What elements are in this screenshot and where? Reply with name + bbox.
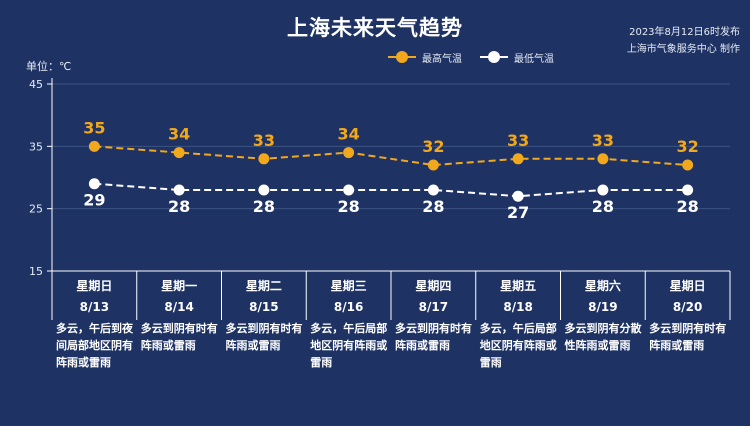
- data-point-high: [512, 153, 524, 165]
- weather-description: 多云到阴有时有阵雨或雷雨: [649, 322, 727, 352]
- data-label-high: 33: [253, 131, 275, 150]
- data-point-high: [427, 159, 439, 171]
- x-tick-date: 8/15: [249, 300, 278, 314]
- data-point-high: [173, 147, 185, 159]
- chart-legend: 最高气温 最低气温: [388, 49, 572, 65]
- x-tick-weekday: 星期四: [415, 278, 451, 293]
- legend-swatch-low: [480, 51, 508, 63]
- data-label-low: 28: [422, 197, 444, 216]
- data-label-high: 32: [422, 137, 444, 156]
- weather-description: 多云到阴有分散性阵雨或雷雨: [564, 322, 642, 352]
- data-label-low: 28: [253, 197, 275, 216]
- legend-item-low[interactable]: 最低气温: [480, 50, 554, 65]
- x-tick-weekday: 星期日: [76, 278, 112, 293]
- weather-description: 多云，午后局部地区阴有阵雨或雷雨: [310, 322, 388, 369]
- x-tick-date: 8/18: [503, 300, 532, 314]
- x-tick-date: 8/16: [334, 300, 363, 314]
- data-point-high: [343, 147, 355, 159]
- weather-description: 多云，午后局部地区阴有阵雨或雷雨: [479, 322, 557, 369]
- publisher: 上海市气象服务中心 制作: [626, 44, 740, 55]
- x-tick-date: 8/20: [673, 300, 702, 314]
- y-tick-label-15: 15: [29, 265, 43, 278]
- data-label-high: 32: [676, 137, 698, 156]
- data-point-low: [512, 190, 524, 202]
- data-label-high: 34: [168, 125, 190, 144]
- data-label-high: 33: [507, 131, 529, 150]
- weather-description: 多云，午后到夜间局部地区阴有阵雨或雷雨: [56, 322, 133, 369]
- x-tick-date: 8/14: [164, 300, 193, 314]
- data-point-low: [597, 184, 609, 196]
- y-tick-label-45: 45: [29, 78, 43, 91]
- weather-description: 多云到阴有时有阵雨或雷雨: [140, 322, 218, 352]
- weather-description: 多云到阴有时有阵雨或雷雨: [225, 322, 303, 352]
- data-point-high: [88, 140, 100, 152]
- data-label-low: 28: [592, 197, 614, 216]
- x-tick-weekday: 星期六: [585, 278, 621, 293]
- data-point-high: [258, 153, 270, 165]
- data-point-low: [258, 184, 270, 196]
- page-title: 上海未来天气趋势: [287, 16, 463, 40]
- x-tick-weekday: 星期日: [670, 278, 706, 293]
- legend-item-high[interactable]: 最高气温: [388, 50, 462, 65]
- data-point-low: [682, 184, 694, 196]
- x-tick-weekday: 星期三: [331, 278, 367, 293]
- x-tick-weekday: 星期一: [161, 278, 197, 293]
- data-point-low: [427, 184, 439, 196]
- x-tick-weekday: 星期二: [246, 278, 282, 293]
- data-label-high: 33: [592, 131, 614, 150]
- data-label-low: 27: [507, 203, 529, 222]
- data-label-low: 28: [337, 197, 359, 216]
- data-label-high: 35: [83, 118, 105, 137]
- legend-label-low: 最低气温: [514, 53, 554, 65]
- x-tick-date: 8/17: [419, 300, 448, 314]
- data-label-high: 34: [337, 125, 359, 144]
- data-label-low: 28: [168, 197, 190, 216]
- x-tick-date: 8/13: [80, 300, 109, 314]
- data-point-low: [343, 184, 355, 196]
- data-point-high: [597, 153, 609, 165]
- publish-info: 2023年8月12日6时发布 上海市气象服务中心 制作: [627, 24, 740, 58]
- series-line-high: [94, 145, 688, 167]
- legend-label-high: 最高气温: [422, 53, 462, 65]
- publish-time: 2023年8月12日6时发布: [629, 27, 740, 38]
- data-point-high: [682, 159, 694, 171]
- data-label-low: 29: [83, 191, 105, 210]
- x-tick-weekday: 星期五: [500, 278, 536, 293]
- data-label-low: 28: [676, 197, 698, 216]
- weather-description: 多云到阴有时有阵雨或雷雨: [395, 322, 472, 352]
- legend-swatch-high: [388, 51, 416, 63]
- y-tick-label-25: 25: [29, 203, 43, 216]
- unit-label: 单位：℃: [26, 60, 72, 73]
- y-tick-label-35: 35: [29, 140, 43, 153]
- data-point-low: [88, 178, 100, 190]
- data-point-low: [173, 184, 185, 196]
- x-tick-date: 8/19: [588, 300, 617, 314]
- series-line-low: [94, 182, 688, 198]
